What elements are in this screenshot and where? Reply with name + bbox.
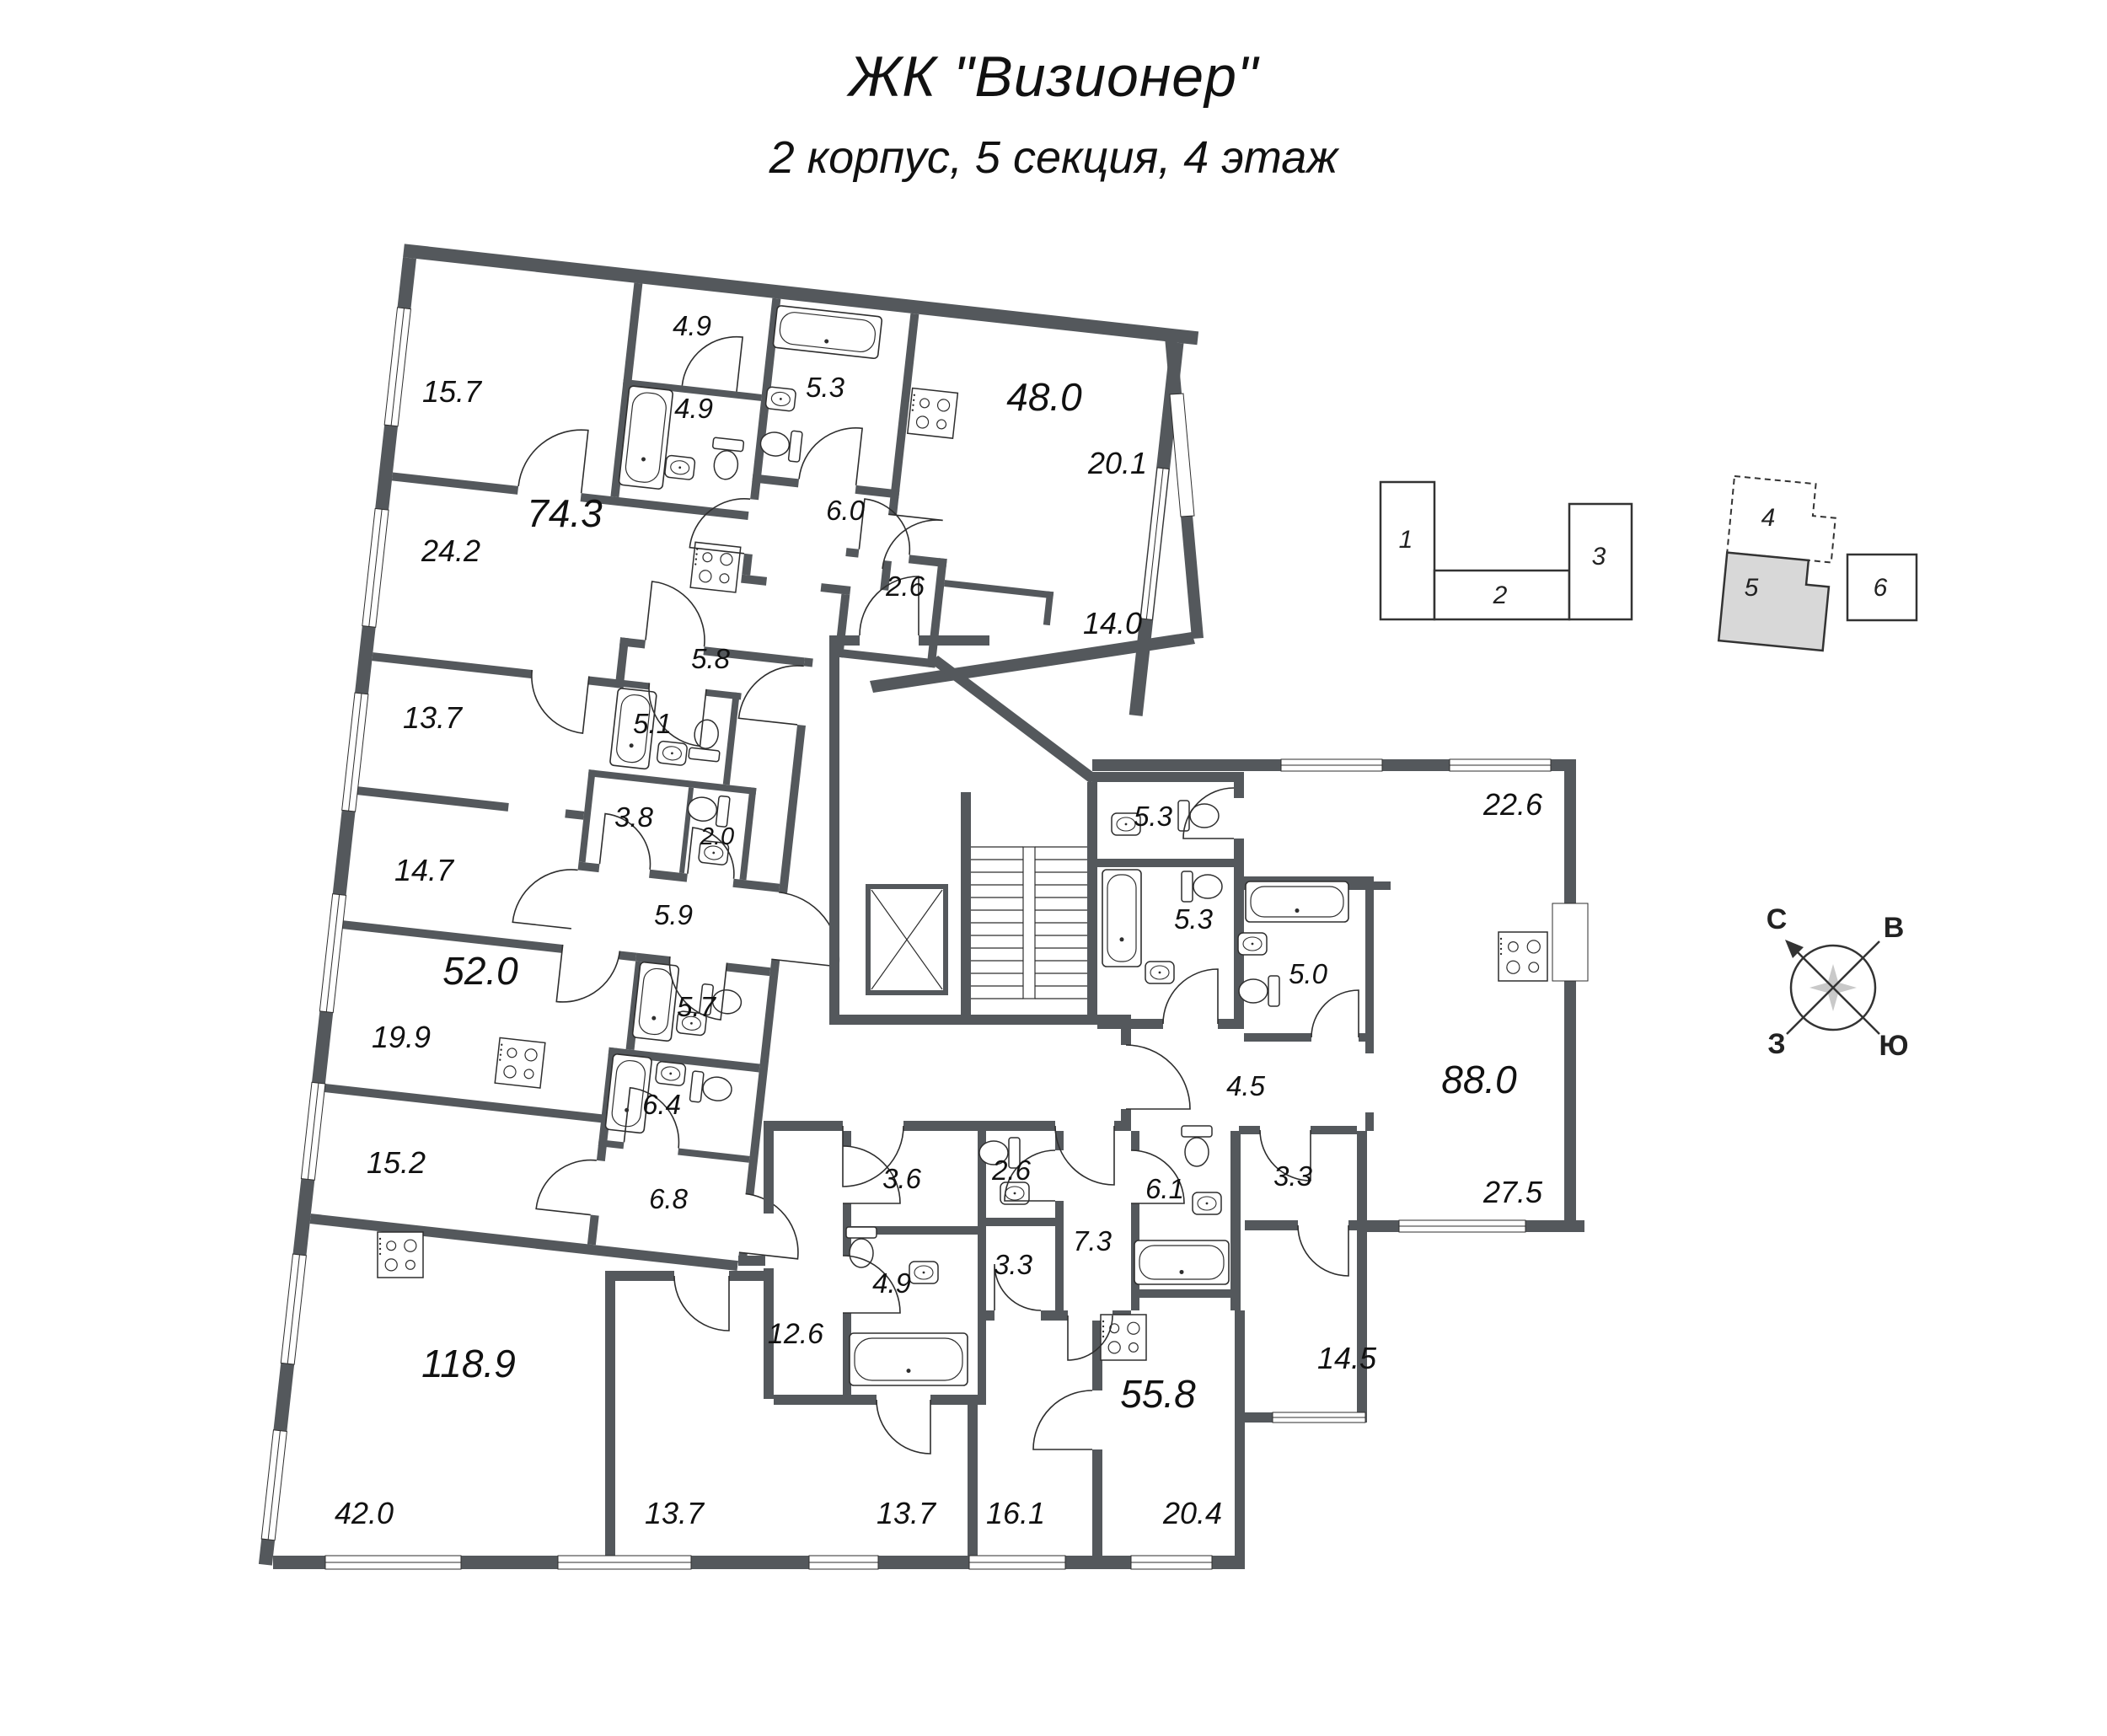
room-area-label: 13.7 bbox=[403, 700, 464, 735]
room-area-label: 15.7 bbox=[422, 374, 483, 409]
room-area-label: 5.3 bbox=[1174, 903, 1214, 935]
room-area-label: 5.1 bbox=[633, 708, 672, 739]
room-area-label: 118.9 bbox=[421, 1342, 516, 1385]
compass-direction-label: Ю bbox=[1879, 1030, 1908, 1062]
room-area-label: 7.3 bbox=[1073, 1225, 1112, 1256]
room-area-label: 4.9 bbox=[872, 1267, 911, 1299]
stair-elevator-core bbox=[866, 846, 1087, 999]
room-area-label: 2.0 bbox=[700, 823, 734, 850]
room-area-label: 3.6 bbox=[882, 1163, 922, 1194]
key-plan-section-label: 4 bbox=[1761, 504, 1776, 532]
page-title: ЖК "Визионер" bbox=[848, 45, 1259, 109]
room-area-label: 88.0 bbox=[1441, 1058, 1517, 1101]
room-area-label: 13.7 bbox=[645, 1496, 705, 1530]
room-area-label: 5.8 bbox=[691, 643, 731, 674]
west-wing-doors bbox=[512, 335, 943, 1260]
room-area-label: 15.2 bbox=[367, 1145, 426, 1180]
room-area-label: 3.3 bbox=[1273, 1160, 1313, 1192]
room-area-label: 4.9 bbox=[673, 310, 711, 341]
room-area-label: 5.3 bbox=[806, 372, 845, 403]
room-area-label: 55.8 bbox=[1120, 1372, 1196, 1416]
room-area-label: 14.7 bbox=[394, 853, 455, 887]
west-wing bbox=[258, 244, 1199, 1566]
key-plan-section-label: 1 bbox=[1399, 526, 1413, 554]
room-area-label: 3.3 bbox=[994, 1249, 1033, 1280]
room-area-label: 19.9 bbox=[372, 1020, 431, 1054]
room-area-label: 24.2 bbox=[421, 533, 480, 568]
room-area-label: 14.0 bbox=[1083, 606, 1142, 640]
compass-direction-label: В bbox=[1884, 912, 1905, 944]
compass-direction-label: С bbox=[1767, 903, 1788, 935]
room-area-label: 20.4 bbox=[1162, 1496, 1222, 1530]
room-area-label: 5.3 bbox=[1134, 801, 1173, 832]
room-area-label: 42.0 bbox=[335, 1496, 394, 1530]
room-area-label: 6.0 bbox=[826, 495, 866, 526]
key-plan-section-label: 5 bbox=[1745, 574, 1759, 602]
west-wing-windows bbox=[260, 307, 1170, 1541]
room-area-label: 16.1 bbox=[986, 1496, 1045, 1530]
room-area-label: 52.0 bbox=[442, 949, 518, 993]
room-area-label: 5.7 bbox=[677, 991, 717, 1022]
east-wing-walls bbox=[273, 336, 1584, 1569]
page-subtitle: 2 корпус, 5 секция, 4 этаж bbox=[769, 132, 1338, 183]
key-plan-section-label: 2 bbox=[1493, 581, 1508, 609]
room-area-label: 6.4 bbox=[642, 1089, 681, 1120]
compass-direction-label: З bbox=[1767, 1028, 1785, 1060]
room-area-label: 6.8 bbox=[649, 1183, 689, 1214]
key-plan: 1 2 3 4 5 6 bbox=[1379, 474, 1918, 652]
key-plan-section-label: 6 bbox=[1874, 574, 1888, 602]
room-area-label: 5.0 bbox=[1289, 958, 1328, 989]
room-area-label: 2.6 bbox=[991, 1155, 1032, 1186]
room-area-label: 27.5 bbox=[1482, 1175, 1543, 1209]
room-area-label: 20.1 bbox=[1087, 446, 1147, 480]
west-wing-fixtures bbox=[494, 305, 959, 1134]
east-wing-fixtures bbox=[377, 800, 1548, 1386]
room-area-label: 74.3 bbox=[527, 491, 603, 535]
room-area-label: 48.0 bbox=[1006, 375, 1082, 419]
room-area-label: 2.6 bbox=[885, 571, 925, 602]
room-area-label: 13.7 bbox=[877, 1496, 937, 1530]
room-area-label: 3.8 bbox=[614, 801, 654, 833]
room-area-label: 6.1 bbox=[1145, 1173, 1184, 1204]
east-wing-windows bbox=[324, 758, 1589, 1570]
east-wing bbox=[273, 336, 1589, 1570]
compass-rose: С В З Ю bbox=[1767, 903, 1909, 1062]
room-area-label: 4.5 bbox=[1226, 1070, 1266, 1101]
room-area-label: 14.5 bbox=[1317, 1341, 1377, 1375]
east-wing-doors bbox=[673, 576, 1359, 1455]
room-area-label: 5.9 bbox=[654, 899, 693, 930]
room-area-label: 22.6 bbox=[1482, 787, 1543, 822]
room-area-label: 4.9 bbox=[674, 393, 713, 424]
room-area-label: 12.6 bbox=[768, 1318, 823, 1350]
key-plan-section-label: 3 bbox=[1592, 543, 1606, 571]
